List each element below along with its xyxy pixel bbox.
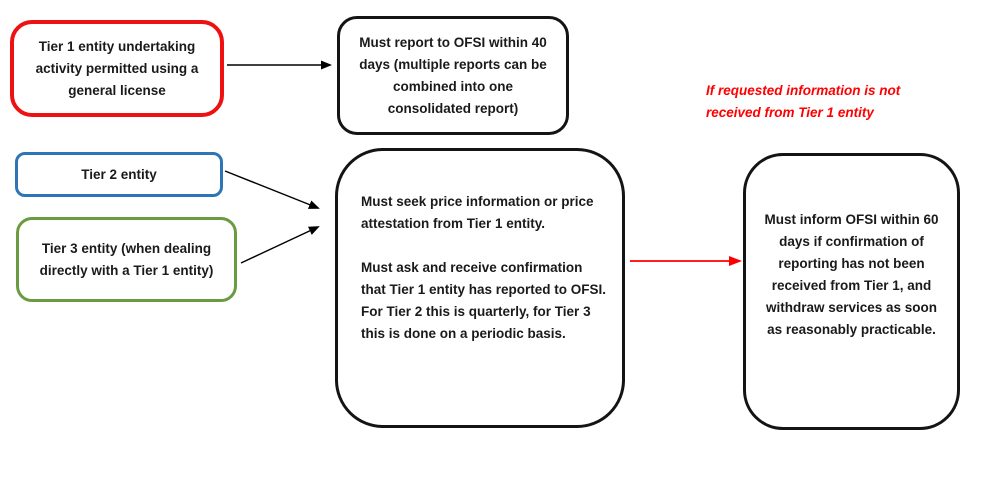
node-inform-ofsi-60-days-label: Must inform OFSI within 60 days if confi… <box>764 211 939 337</box>
node-tier2-entity-label: Tier 2 entity <box>81 166 157 182</box>
node-seek-paragraph-1: Must seek price information or price att… <box>361 194 594 231</box>
node-report-ofsi-40-days: Must report to OFSI within 40 days (mult… <box>337 16 569 135</box>
node-tier3-entity: Tier 3 entity (when dealing directly wit… <box>16 217 237 302</box>
node-seek-price-confirmation: Must seek price information or price att… <box>335 148 625 428</box>
node-report-ofsi-40-days-label: Must report to OFSI within 40 days (mult… <box>359 34 547 116</box>
arrow-tier3-to-seek <box>240 226 320 264</box>
node-tier2-entity: Tier 2 entity <box>15 152 223 197</box>
node-tier1-entity-label: Tier 1 entity undertaking activity permi… <box>35 38 199 98</box>
node-inform-ofsi-60-days: Must inform OFSI within 60 days if confi… <box>743 153 960 430</box>
annotation-if-not-received: If requested information is not received… <box>706 83 901 120</box>
node-seek-paragraph-2: Must ask and receive confirmation that T… <box>361 260 607 341</box>
arrow-tier2-to-seek <box>224 170 320 209</box>
node-tier1-entity: Tier 1 entity undertaking activity permi… <box>10 20 224 117</box>
node-tier3-entity-label: Tier 3 entity (when dealing directly wit… <box>39 240 214 278</box>
